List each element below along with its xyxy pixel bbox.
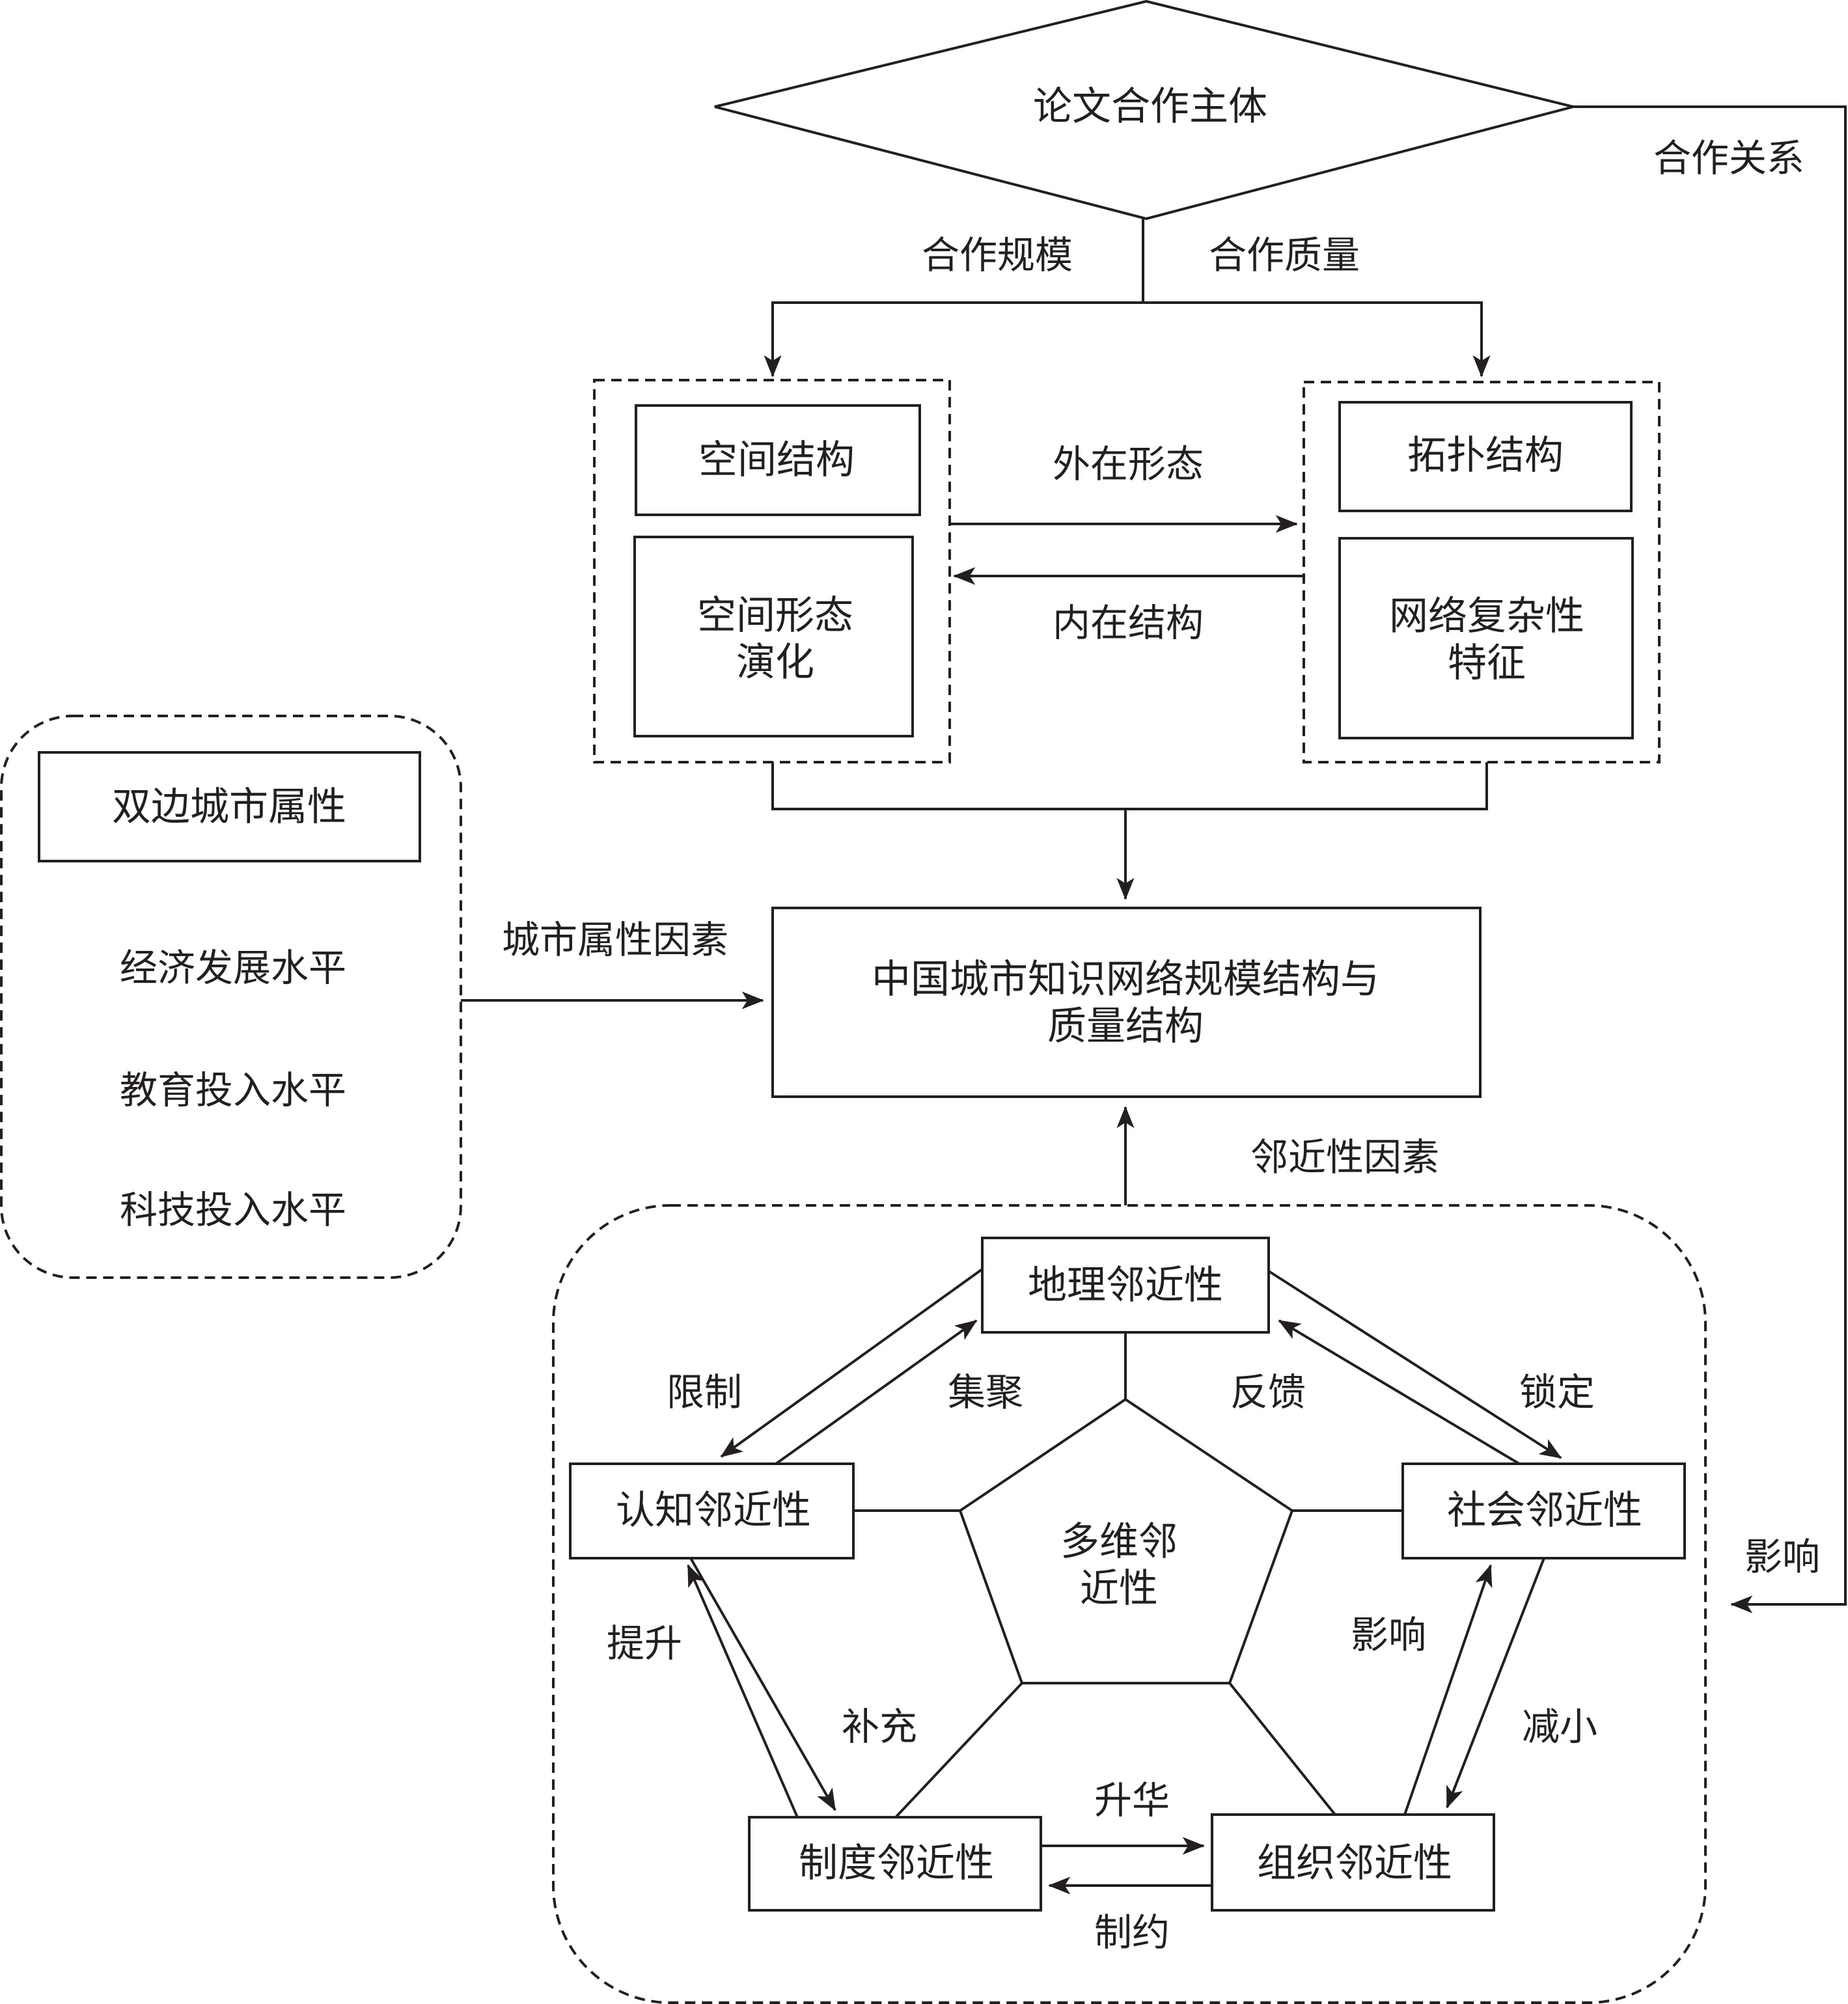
complexity-line1: 网络复杂性 xyxy=(1389,594,1584,639)
geographic-label: 地理邻近性 xyxy=(1028,1263,1223,1308)
arrow-reduce xyxy=(1446,1558,1545,1809)
label-city-attr-factor: 城市属性因素 xyxy=(501,918,729,962)
label-reduce: 减小 xyxy=(1521,1705,1598,1749)
complexity-line2: 特征 xyxy=(1448,640,1526,686)
center-box-line2: 质量结构 xyxy=(1047,1004,1204,1049)
city-attributes-header-box xyxy=(38,751,421,862)
spatial-structure-label: 空间结构 xyxy=(698,437,855,483)
arrow-to-spatial-group xyxy=(764,301,1143,377)
arrow-feedback xyxy=(1278,1319,1521,1465)
label-constrain: 制约 xyxy=(1094,1910,1170,1955)
center-box-line1: 中国城市知识网络规模结构与 xyxy=(872,957,1379,1002)
cognitive-label: 认知邻近性 xyxy=(616,1488,811,1533)
label-proximity-factor: 邻近性因素 xyxy=(1250,1135,1440,1179)
arrow-to-network-group xyxy=(1143,301,1491,377)
network-group-frame xyxy=(1303,381,1661,763)
social-label: 社会邻近性 xyxy=(1447,1488,1642,1533)
arrow-supplement xyxy=(689,1558,836,1811)
label-influence: 影响 xyxy=(1350,1613,1427,1657)
multidim-pentagon xyxy=(958,1397,1294,1684)
label-feedback: 反馈 xyxy=(1230,1370,1306,1414)
center-box xyxy=(771,907,1482,1098)
spoke-organizational xyxy=(1228,1682,1336,1816)
city-attributes-frame xyxy=(0,715,462,1279)
organizational-label: 组织邻近性 xyxy=(1257,1841,1452,1886)
center-box-label: 中国城市知识网络规模结构与 质量结构 xyxy=(872,956,1379,1050)
city-attr-technology: 科技投入水平 xyxy=(119,1188,347,1232)
label-collab-relation: 合作关系 xyxy=(1653,136,1805,180)
label-improve: 提升 xyxy=(606,1621,683,1666)
spatial-structure-box xyxy=(635,404,921,516)
spatial-evolution-line1: 空间形态 xyxy=(697,593,853,638)
city-attr-economy: 经济发展水平 xyxy=(119,946,347,990)
label-external-form: 外在形态 xyxy=(1052,442,1204,486)
spoke-institutional xyxy=(895,1682,1023,1818)
multidim-line1: 多维邻 xyxy=(1060,1519,1178,1565)
arrow-improve xyxy=(687,1564,799,1818)
collab-relation-line xyxy=(1573,105,1847,1613)
label-sublimate: 升华 xyxy=(1094,1778,1170,1822)
institutional-label: 制度邻近性 xyxy=(799,1841,994,1886)
label-lock-in: 锁定 xyxy=(1519,1370,1595,1414)
institutional-box xyxy=(748,1816,1042,1912)
arrow-lock-in xyxy=(1267,1270,1562,1459)
spatial-evolution-box xyxy=(633,536,914,737)
label-internal-structure: 内在结构 xyxy=(1052,601,1204,645)
label-agglomerate: 集聚 xyxy=(947,1370,1024,1414)
label-supplement: 补充 xyxy=(841,1705,918,1749)
geographic-box xyxy=(981,1237,1270,1334)
topology-label: 拓扑结构 xyxy=(1407,433,1564,478)
entity-title: 论文合作主体 xyxy=(1033,84,1267,130)
label-collab-quality: 合作质量 xyxy=(1208,233,1360,277)
label-influence-right: 影响 xyxy=(1744,1535,1821,1579)
city-attr-education: 教育投入水平 xyxy=(119,1068,347,1112)
spatial-evolution-line2: 演化 xyxy=(736,640,814,685)
merge-line xyxy=(771,762,1488,810)
organizational-box xyxy=(1211,1813,1495,1912)
city-attributes-header: 双边城市属性 xyxy=(112,784,346,830)
label-collab-scale: 合作规模 xyxy=(921,233,1073,277)
complexity-box xyxy=(1338,537,1634,739)
arrow-limit xyxy=(720,1268,984,1458)
topology-box xyxy=(1338,401,1633,512)
label-limit: 限制 xyxy=(666,1370,743,1414)
spatial-evolution-label: 空间形态 演化 xyxy=(697,592,853,686)
multidim-line2: 近性 xyxy=(1080,1566,1158,1612)
multidim-label: 多维邻 近性 xyxy=(1060,1518,1178,1612)
cognitive-box xyxy=(569,1462,855,1559)
complexity-label: 网络复杂性 特征 xyxy=(1389,593,1584,687)
proximity-frame xyxy=(552,1204,1707,2004)
arrow-influence xyxy=(1403,1564,1493,1815)
arrow-agglomerate xyxy=(775,1319,978,1465)
